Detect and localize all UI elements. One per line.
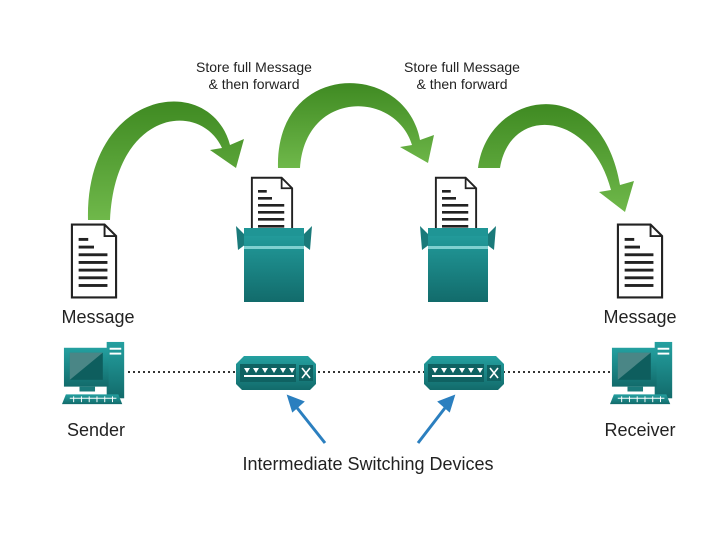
sender-message-label: Message [61, 307, 135, 327]
network-switch-icon [236, 356, 316, 390]
annotation-line: Store full Message [404, 59, 520, 75]
receiver-message-label: Message [603, 307, 677, 327]
pointer-arrow-icon [286, 394, 327, 444]
curved-arrow-icon [277, 83, 434, 168]
store-forward-annotation: Store full Message & then forward [196, 59, 312, 93]
curved-arrow-icon [478, 104, 634, 212]
receiver-label: Receiver [604, 420, 676, 440]
curved-arrow-icon [87, 101, 244, 220]
computer-icon [610, 341, 673, 405]
annotation-line: & then forward [416, 75, 508, 92]
switching-devices-caption: Intermediate Switching Devices [242, 454, 494, 474]
annotation-line: Store full Message [196, 59, 312, 75]
printer-icon [236, 226, 312, 302]
sender-label: Sender [66, 420, 126, 440]
store-forward-annotation: Store full Message & then forward [404, 59, 520, 93]
pointer-arrow-icon [416, 394, 456, 444]
annotation-line: & then forward [208, 75, 300, 92]
computer-icon [62, 341, 125, 405]
document-icon [616, 223, 664, 299]
network-switch-icon [424, 356, 504, 390]
printer-icon [420, 226, 496, 302]
document-icon [70, 223, 118, 299]
